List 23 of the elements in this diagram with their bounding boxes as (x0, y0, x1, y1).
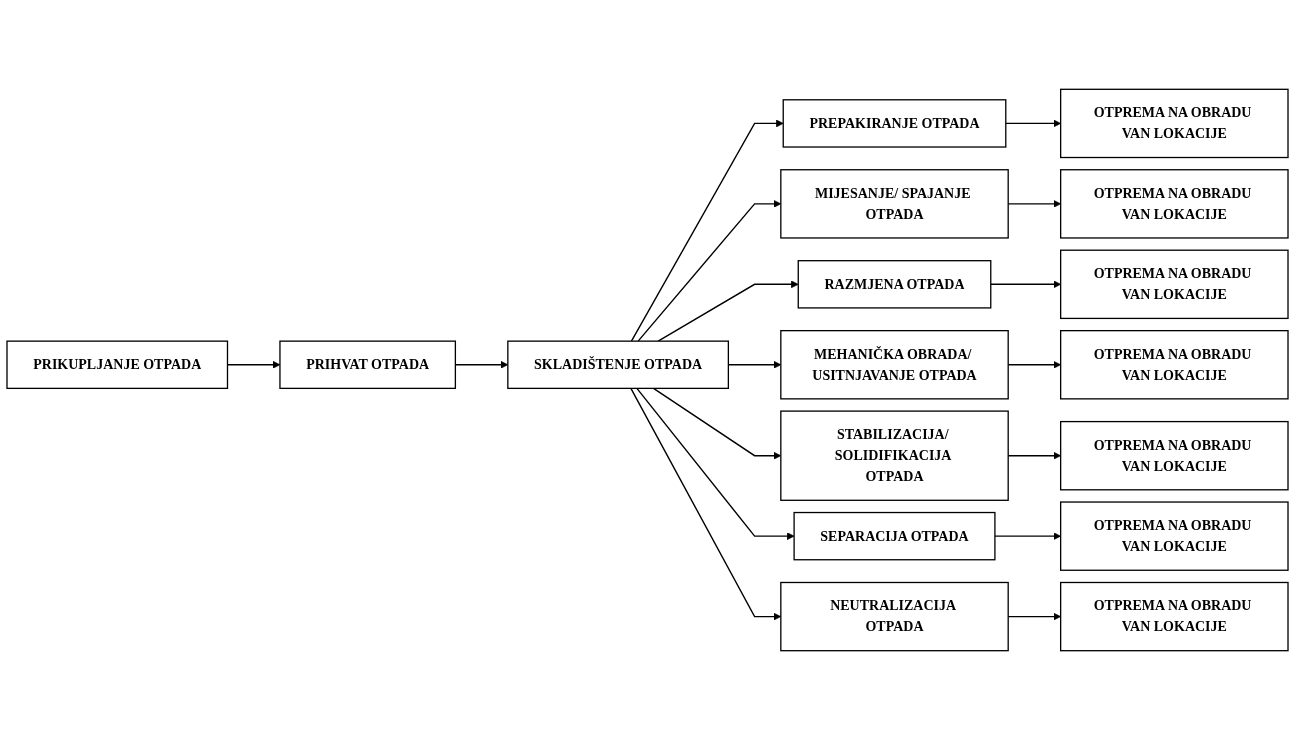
node-box: RAZMJENA OTPADA (797, 260, 992, 309)
node-box: PRIKUPLJANJE OTPADA (6, 340, 229, 389)
node-box: SEPARACIJA OTPADA (793, 511, 996, 561)
node-box: OTPREMA NA OBRADU VAN LOKACIJE (1060, 330, 1289, 400)
node-box: OTPREMA NA OBRADU VAN LOKACIJE (1060, 249, 1289, 320)
node-box: OTPREMA NA OBRADU VAN LOKACIJE (1060, 169, 1289, 239)
node-box: OTPREMA NA OBRADU VAN LOKACIJE (1060, 581, 1289, 652)
node-box: PRIHVAT OTPADA (279, 340, 457, 389)
node-box: OTPREMA NA OBRADU VAN LOKACIJE (1060, 501, 1289, 571)
arrow (630, 119, 784, 342)
node-box: OTPREMA NA OBRADU VAN LOKACIJE (1060, 420, 1289, 491)
node-box: OTPREMA NA OBRADU VAN LOKACIJE (1060, 88, 1289, 159)
node-box: STABILIZACIJA/ SOLIDIFIKACIJA OTPADA (780, 410, 1009, 501)
arrow (636, 387, 795, 540)
arrow (990, 280, 1061, 289)
arrow (657, 280, 799, 342)
node-box: MEHANIČKA OBRADA/ USITNJAVANJE OTPADA (780, 330, 1009, 400)
node-box: MIJESANJE/ SPAJANJE OTPADA (780, 169, 1009, 239)
node-box: NEUTRALIZACIJA OTPADA (780, 581, 1009, 652)
arrow (994, 532, 1061, 540)
arrow (1005, 119, 1061, 128)
node-box: SKLADIŠTENJE OTPADA (507, 340, 730, 389)
node-box: PREPAKIRANJE OTPADA (782, 99, 1007, 148)
